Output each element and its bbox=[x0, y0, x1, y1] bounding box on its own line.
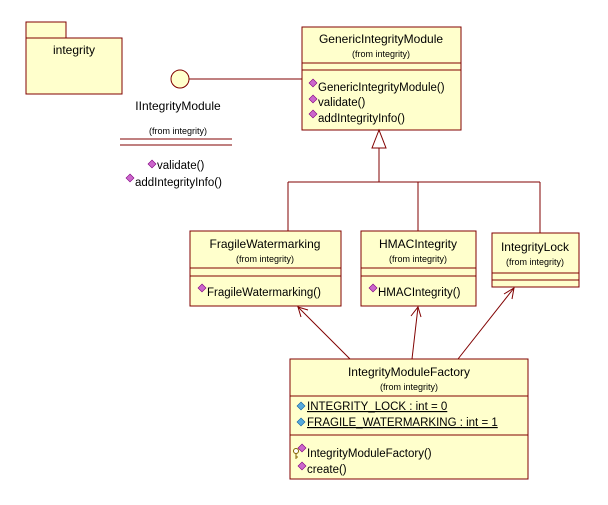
operation-constructor: HMACIntegrity() bbox=[378, 287, 461, 299]
operation-icon bbox=[125, 173, 135, 183]
operation-addintegrityinfo: addIntegrityInfo() bbox=[318, 113, 405, 125]
package-name: integrity bbox=[53, 43, 95, 57]
inheritance-arrowhead bbox=[371, 128, 387, 149]
dependency-connectors bbox=[297, 287, 515, 360]
attribute-icon bbox=[296, 417, 306, 427]
package-body bbox=[25, 37, 123, 95]
operation-icon bbox=[297, 443, 307, 453]
class-from: (from integrity) bbox=[236, 254, 294, 264]
dependency-arrowhead bbox=[297, 306, 309, 318]
class-integritylock[interactable]: IntegrityLock (from integrity) bbox=[491, 232, 580, 288]
class-name: FragileWatermarking bbox=[210, 237, 321, 251]
interface-operation-validate: validate() bbox=[157, 160, 204, 172]
class-box bbox=[301, 26, 462, 131]
interface-name: IIntegrityModule bbox=[135, 99, 221, 113]
class-hmacintegrity[interactable]: HMACIntegrity (from integrity) HMACInteg… bbox=[360, 230, 477, 307]
dependency-arrowhead bbox=[503, 287, 515, 300]
class-from: (from integrity) bbox=[389, 254, 447, 264]
dependency-to-lock bbox=[457, 287, 515, 360]
interface-operation-addintegrityinfo: addIntegrityInfo() bbox=[135, 177, 222, 189]
key-icon bbox=[293, 448, 299, 459]
operation-icon bbox=[297, 461, 307, 471]
operation-icon bbox=[308, 109, 318, 119]
class-integritymodulefactory[interactable]: IntegrityModuleFactory (from integrity) … bbox=[289, 358, 529, 480]
class-name: IntegrityLock bbox=[501, 240, 570, 254]
attribute-fragile-watermarking: FRAGILE_WATERMARKING : int = 1 bbox=[307, 417, 498, 429]
class-name: GenericIntegrityModule bbox=[319, 32, 443, 46]
operation-icon bbox=[308, 78, 318, 88]
dependency-arrowhead bbox=[410, 305, 422, 318]
operation-validate: validate() bbox=[318, 97, 365, 109]
attribute-icon bbox=[296, 401, 306, 411]
package-tab bbox=[25, 21, 67, 39]
operation-icon bbox=[147, 159, 157, 169]
class-from: (from integrity) bbox=[506, 257, 564, 267]
package-integrity[interactable]: integrity bbox=[25, 21, 123, 95]
class-box bbox=[491, 232, 580, 288]
operation-icon bbox=[368, 283, 378, 293]
class-name: HMACIntegrity bbox=[379, 237, 457, 251]
operation-constructor: IntegrityModuleFactory() bbox=[307, 448, 432, 460]
operation-constructor: FragileWatermarking() bbox=[207, 287, 321, 299]
operation-icon bbox=[197, 283, 207, 293]
dependency-to-fragile bbox=[297, 306, 351, 360]
attribute-integrity-lock: INTEGRITY_LOCK : int = 0 bbox=[307, 401, 447, 413]
class-name: IntegrityModuleFactory bbox=[348, 365, 470, 379]
generalization-connector bbox=[287, 128, 541, 233]
class-genericintegritymodule[interactable]: GenericIntegrityModule (from integrity) … bbox=[301, 26, 462, 131]
interface-iintegritymodule[interactable]: IIntegrityModule (from integrity) valida… bbox=[120, 69, 302, 189]
class-from: (from integrity) bbox=[352, 49, 410, 59]
interface-lollipop-icon bbox=[170, 69, 190, 89]
operation-icon bbox=[308, 94, 318, 104]
operation-constructor: GenericIntegrityModule() bbox=[318, 82, 445, 94]
class-from: (from integrity) bbox=[380, 382, 438, 392]
class-fragilewatermarking[interactable]: FragileWatermarking (from integrity) Fra… bbox=[189, 230, 342, 307]
class-box bbox=[289, 358, 529, 480]
interface-from: (from integrity) bbox=[149, 126, 207, 136]
dependency-to-hmac bbox=[411, 306, 419, 360]
operation-create: create() bbox=[307, 464, 347, 476]
